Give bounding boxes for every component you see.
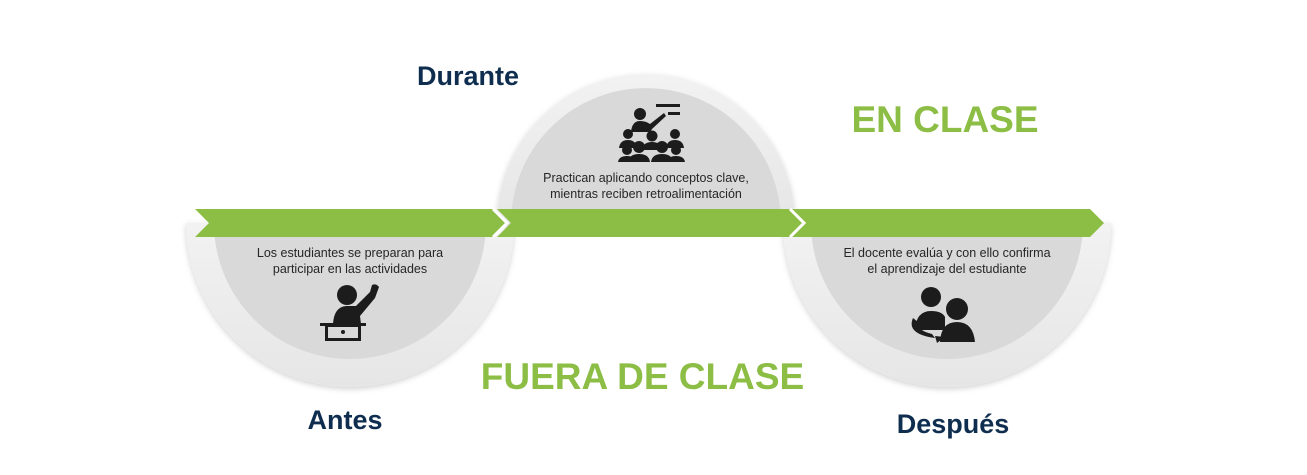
antes-desc-line-2: participar en las actividades <box>272 262 428 276</box>
phase-title-antes: Antes <box>307 405 383 435</box>
despues-desc-line-2: el aprendizaje del estudiante <box>867 262 1027 276</box>
durante-desc-line-1: Practican aplicando conceptos clave, <box>543 171 749 185</box>
timeline-arrow <box>195 207 1104 239</box>
arrow-segment-2 <box>497 209 804 237</box>
two-people-assessment-icon <box>911 287 975 343</box>
student-raising-hand-laptop-icon <box>320 284 379 341</box>
durante-desc-line-2: mientras reciben retroalimentación <box>550 187 742 201</box>
zone-title-en-clase: EN CLASE <box>851 99 1039 140</box>
arrow-segment-1 <box>195 209 507 237</box>
despues-description: El docente evalúa y con ello confirma el… <box>807 245 1087 277</box>
durante-description: Practican aplicando conceptos clave, mie… <box>506 170 786 202</box>
despues-desc-line-1: El docente evalúa y con ello confirma <box>843 246 1051 260</box>
arrow-segment-3 <box>792 209 1104 237</box>
phase-title-durante: Durante <box>416 61 519 91</box>
zone-title-fuera-de-clase: FUERA DE CLASE <box>480 356 805 397</box>
antes-description: Los estudiantes se preparan para partici… <box>210 245 490 277</box>
antes-desc-line-1: Los estudiantes se preparan para <box>256 246 444 260</box>
teacher-presenting-to-group-icon <box>618 104 685 162</box>
phase-title-despues: Después <box>896 409 1010 439</box>
